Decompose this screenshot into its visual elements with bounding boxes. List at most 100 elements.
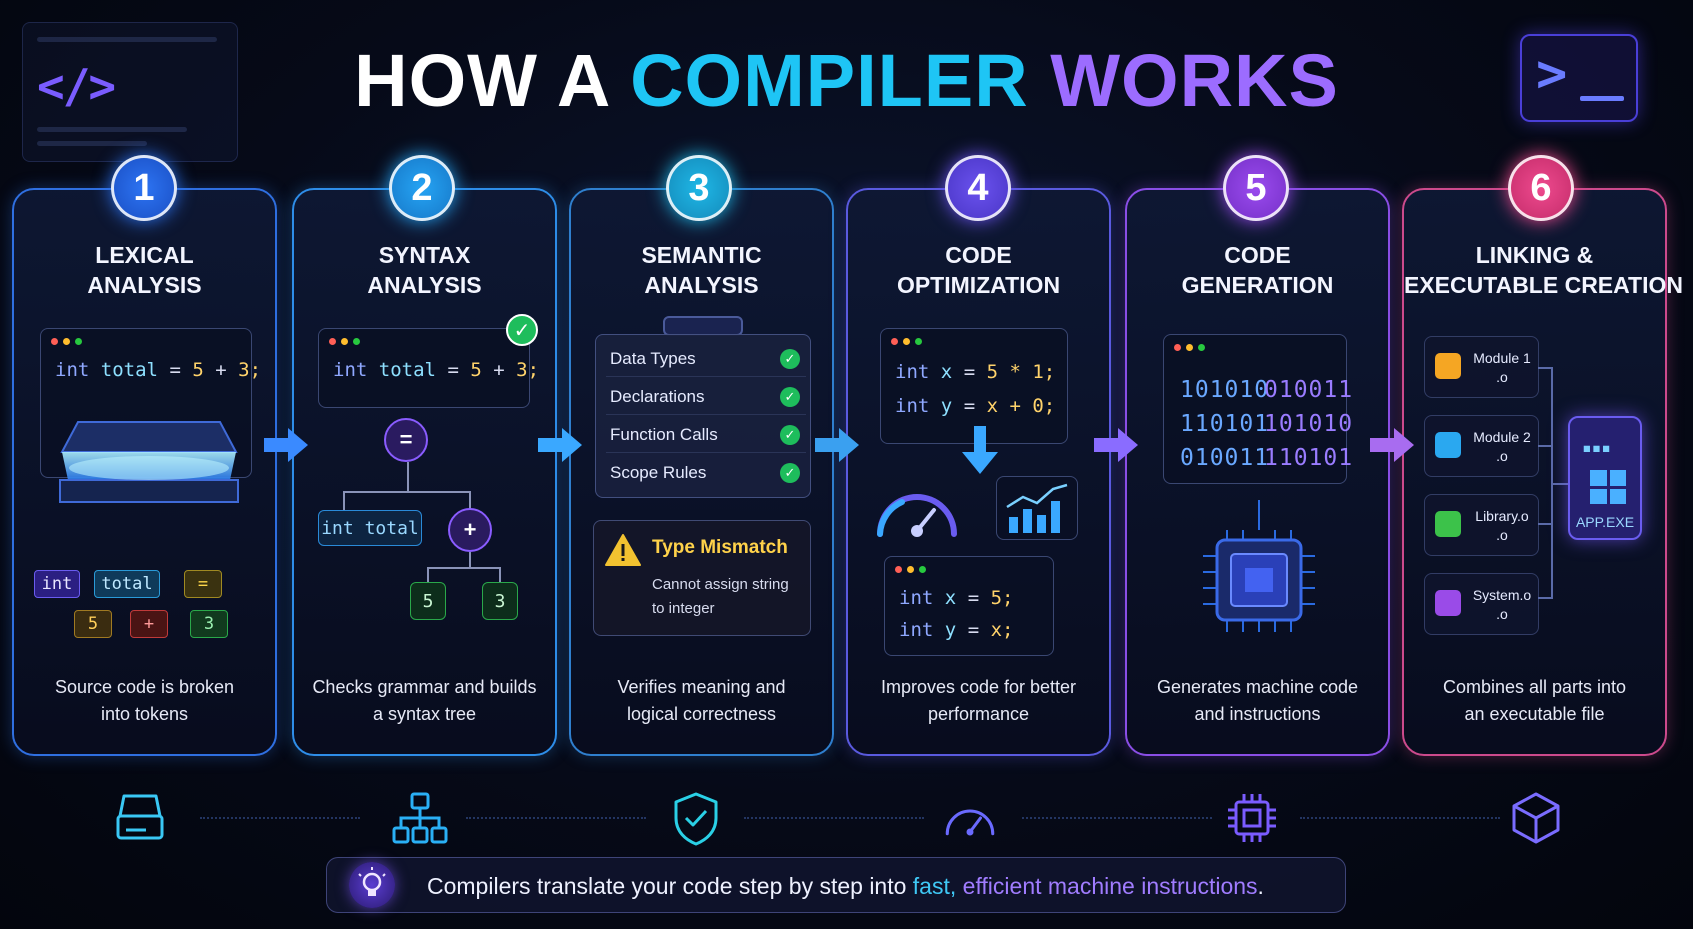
window-dots [891,338,922,345]
code-line: int x = 5 * 1; [895,361,1056,383]
binary-text: 010011 [1180,445,1270,471]
terminal-cursor [1580,96,1624,101]
token-keyword: int [34,570,80,598]
shield-check-icon [674,792,718,846]
step-number-badge: 6 [1508,155,1574,221]
step-title: SEMANTIC ANALYSIS [641,242,762,298]
window-dots [1174,344,1205,351]
flow-arrow-icon [538,428,582,462]
step-card-lexical: LEXICAL ANALYSIS int total = 5 + 3; int … [12,188,277,756]
token-identifier: total [94,570,160,598]
step-number-badge: 1 [111,155,177,221]
syntax-tree-lines [343,462,501,582]
step-description: Improves code for better performance [880,677,1077,724]
flow-arrow-icon [1094,428,1138,462]
code-window-before: int x = 5 * 1; int y = x + 0; [880,328,1068,444]
code-line: int y = x + 0; [895,395,1056,417]
tree-root-node: = [384,418,428,462]
warning-message: Cannot assign string to integer [652,576,789,617]
hierarchy-icon [392,792,448,844]
step-number-badge: 2 [389,155,455,221]
step-title: LEXICAL ANALYSIS [87,242,202,298]
window-dots [329,338,360,345]
step-title: CODE OPTIMIZATION [896,242,1061,298]
clipboard-clip [663,316,743,336]
step-title: CODE GENERATION [1181,242,1334,298]
puzzle-icon [1435,353,1461,379]
binary-text: 110101 [1264,445,1354,471]
connector-dots [1300,817,1500,819]
summary-text: Compilers translate your code step by st… [427,873,1264,899]
title-part-1: HOW A [354,39,631,122]
lightbulb-icon [349,862,395,908]
flow-arrow-icon [815,428,859,462]
exe-glyph: ▪▪▪ [1582,438,1611,457]
page-title: HOW A COMPILER WORKS [0,38,1693,123]
cube-icon [1512,792,1560,844]
step-card-semantic: SEMANTIC ANALYSIS Data Types✓ Declaratio… [569,188,834,756]
step-number-badge: 4 [945,155,1011,221]
check-icon: ✓ [780,386,800,407]
step-title: SYNTAX ANALYSIS [367,242,482,298]
executable-file-icon: ▪▪▪ APP.EXE [1568,416,1642,540]
code-window-after: int x = 5; int y = x; [884,556,1054,656]
windows-logo-icon [1590,470,1626,504]
check-item: Function Calls✓ [606,417,806,453]
step-card-optimization: CODE OPTIMIZATION int x = 5 * 1; int y =… [846,188,1111,756]
binary-text: 101010 [1180,377,1270,403]
valid-check-icon: ✓ [506,314,538,346]
binary-text: 101010 [1264,411,1354,437]
tree-leaf-node: 5 [410,582,446,620]
step-description: Generates machine code and instructions [1156,677,1359,724]
code-line: int total = 5 + 3; [333,359,540,381]
step-number-badge: 5 [1223,155,1289,221]
code-brackets-panel: </> [22,22,238,162]
token-number: 3 [190,610,228,638]
puzzle-icon [1435,432,1461,458]
check-item: Scope Rules✓ [606,455,806,491]
step-description: Source code is broken into tokens [54,677,235,724]
step-description: Checks grammar and builds a syntax tree [312,677,537,724]
step-title: LINKING & EXECUTABLE CREATION [1404,242,1683,298]
binary-window: 101010 010011 110101 101010 010011 11010… [1163,334,1352,484]
connector-dots [1022,817,1212,819]
module-file: System.o.o [1424,573,1539,635]
terminal-panel: > [1520,34,1638,122]
warning-panel: Type Mismatch Cannot assign string to in… [593,520,811,636]
module-file: Library.o.o [1424,494,1539,556]
flow-arrow-icon [1370,428,1414,462]
connector-dots [744,817,924,819]
check-item: Data Types✓ [606,341,806,377]
connector-dots [466,817,646,819]
decor-line [37,127,187,132]
puzzle-icon [1435,511,1461,537]
terminal-prompt-icon: > [1536,44,1568,104]
module-file: Module 1.o [1424,336,1539,398]
decor-line [37,37,217,42]
summary-banner: Compilers translate your code step by st… [326,857,1346,913]
tree-identifier-node: int total [318,510,422,546]
check-item: Declarations✓ [606,379,806,415]
step-card-syntax: SYNTAX ANALYSIS int total = 5 + 3; ✓ = i… [292,188,557,756]
step-card-generation: CODE GENERATION 101010 010011 110101 101… [1125,188,1390,756]
puzzle-icon [1435,590,1461,616]
window-dots [895,566,926,573]
flow-arrow-icon [264,428,308,462]
step-description: Combines all parts into an executable fi… [1442,677,1627,724]
connector-dots [200,817,360,819]
code-line: int total = 5 + 3; [55,359,262,381]
checklist-clipboard: Data Types✓ Declarations✓ Function Calls… [595,334,811,498]
chip-icon [1228,794,1276,842]
title-part-3: WORKS [1028,39,1339,122]
check-icon: ✓ [780,424,800,445]
title-part-2: COMPILER [630,39,1029,122]
warning-title: Type Mismatch [652,537,788,558]
check-icon: ✓ [780,348,800,369]
down-arrow-icon [962,426,998,474]
tree-leaf-node: 3 [482,582,518,620]
token-operator: + [130,610,168,638]
token-operator: = [184,570,222,598]
code-line: int x = 5; [899,587,1014,609]
decor-line [37,141,147,146]
step-card-linking: LINKING & EXECUTABLE CREATION Module 1.o… [1402,188,1683,756]
